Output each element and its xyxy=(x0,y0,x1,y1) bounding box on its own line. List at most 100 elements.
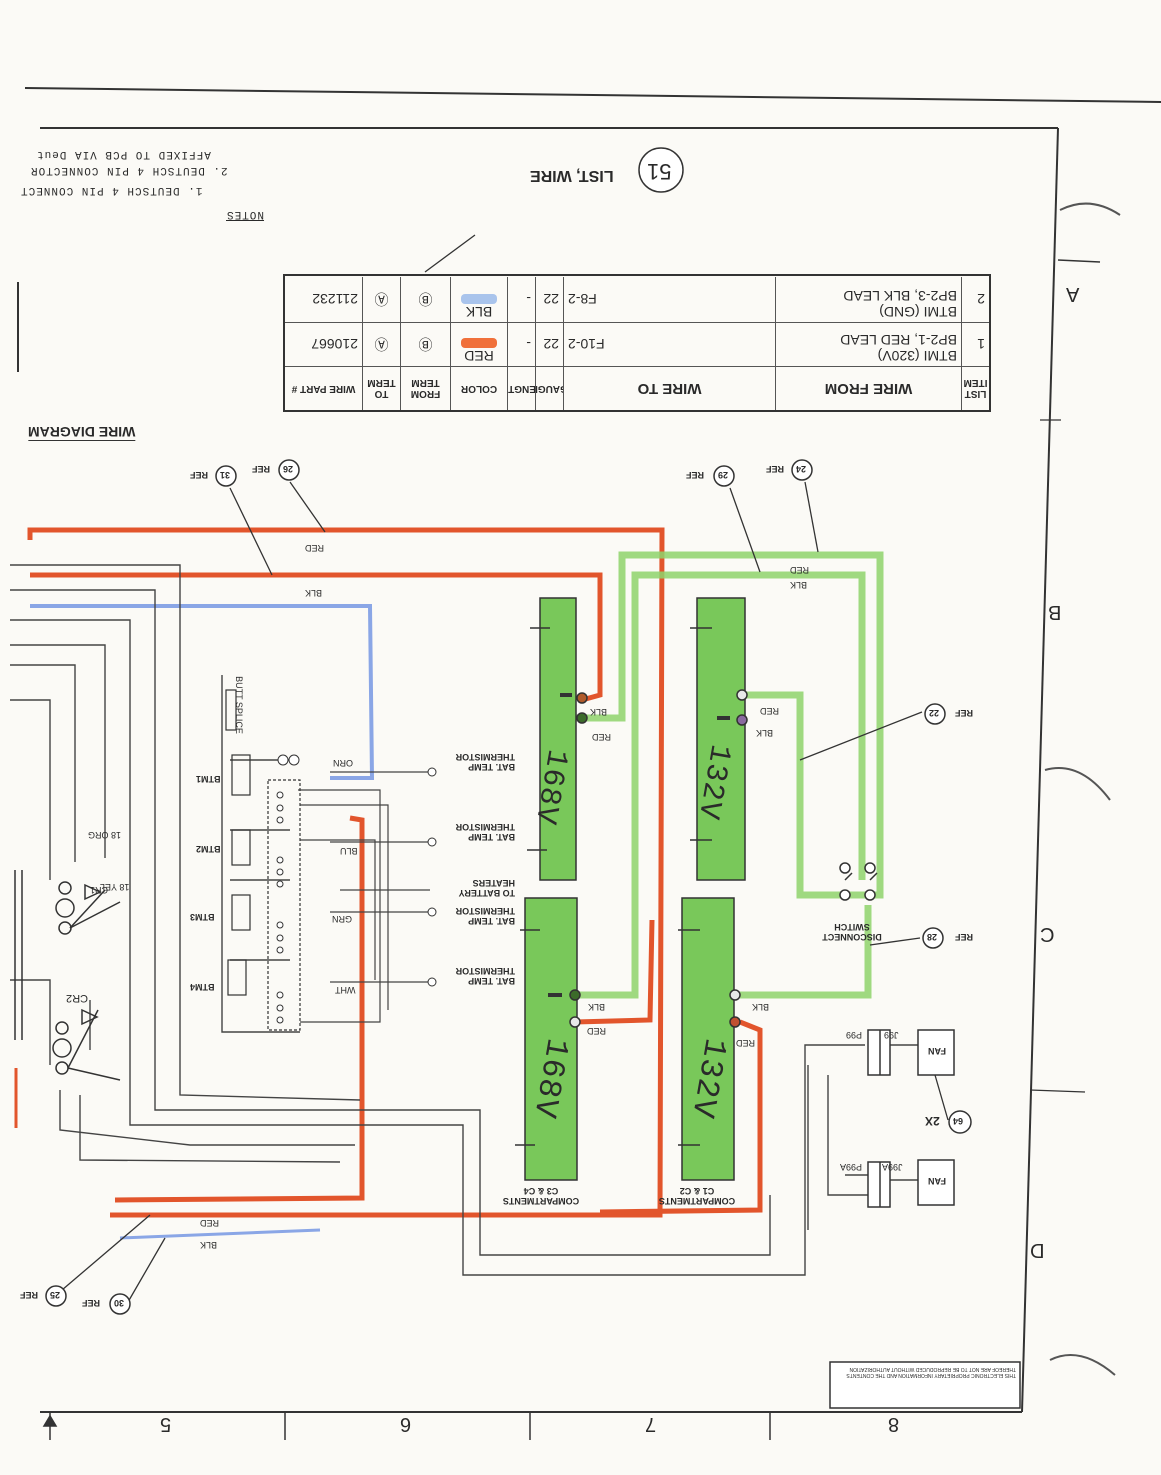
row-length: - xyxy=(507,277,535,322)
header-gauge: GAUGE xyxy=(535,366,563,410)
ref-24-tag: REF xyxy=(766,464,784,474)
ref-26-tag: REF xyxy=(252,464,270,474)
connector-j99: J99 xyxy=(884,1030,899,1040)
row-to: F10-2 xyxy=(563,322,775,366)
notes-heading: NOTES xyxy=(226,208,265,220)
sensor-label-3: TO BATTERY HEATERS xyxy=(458,878,515,898)
ref-29-number: 29 xyxy=(718,470,729,480)
sensor-label-1: BAT. TEMP THERMISTOR xyxy=(455,752,515,772)
compartment-label-c1c2: COMPARTMENTS C1 & C2 xyxy=(658,1186,736,1206)
connector-pins xyxy=(276,754,437,1024)
row-color: BLK xyxy=(450,277,507,322)
ref-64-tag: 2X xyxy=(925,1114,940,1128)
wire-list-table: LIST ITEM WIRE FROM WIRE TO GAUGE LENGTH… xyxy=(283,274,991,412)
header-item: LIST ITEM xyxy=(961,366,989,410)
wire-tag-red: RED xyxy=(760,706,780,716)
row-gauge: 22 xyxy=(535,322,563,366)
ref-circles xyxy=(45,147,972,1315)
sensor-label-4: BAT. TEMP THERMISTOR xyxy=(455,906,515,926)
sheet-frame xyxy=(17,87,1161,1413)
zone-row-b: B xyxy=(1048,601,1062,623)
wire-tag-cr2: CR2 xyxy=(66,992,89,1004)
wire-tag-wht: WHT xyxy=(335,985,356,995)
row-from-line2: BP2-3, BLK LEAD xyxy=(843,287,957,304)
wire-tag-butt-splice: BUTT SPLICE xyxy=(233,676,244,734)
btm-label-3: BTM3 xyxy=(190,912,215,922)
zone-row-a: A xyxy=(1066,283,1080,305)
wire-tag-blk: BLK xyxy=(790,580,808,590)
wire-tag-blk: BLK xyxy=(590,707,608,717)
btm-label-2: BTM2 xyxy=(196,844,221,854)
color-swatch xyxy=(461,337,497,348)
row-to-term: Ⓐ xyxy=(362,322,400,366)
header-color: COLOR xyxy=(450,366,507,410)
ref-28-number: 28 xyxy=(927,932,938,942)
row-color-label: BLK xyxy=(465,303,493,320)
battery-pack-1 xyxy=(539,597,577,881)
battery-pack-3 xyxy=(524,897,578,1181)
wire-tag-orn: ORN xyxy=(333,758,353,768)
fans xyxy=(867,1029,955,1208)
note-2: 2. DEUTSCH 4 PIN CONNECTOR xyxy=(30,164,228,176)
zone-col-6: 6 xyxy=(400,1413,412,1435)
table-header-row: LIST ITEM WIRE FROM WIRE TO GAUGE LENGTH… xyxy=(285,365,989,410)
scan-marks xyxy=(1044,202,1121,1376)
row-part: 210667 xyxy=(311,336,358,353)
ref-25-tag: REF xyxy=(20,1290,38,1300)
row-color-label: RED xyxy=(464,347,494,364)
ref-22-number: 22 xyxy=(929,708,940,718)
zone-ruler xyxy=(42,1412,771,1440)
wire-tag-18-org: 18 ORG xyxy=(88,830,122,840)
zone-col-8: 8 xyxy=(888,1413,900,1435)
row-from: BTMI (320V) BP2-1, RED LEAD xyxy=(775,322,961,366)
header-to-term: TO TERM xyxy=(362,366,400,410)
header-from: WIRE FROM xyxy=(775,366,961,410)
note-1: 1. DEUTSCH 4 PIN CONNECT xyxy=(20,184,203,196)
wire-tag-grn: GRN xyxy=(332,914,352,924)
zone-col-5: 5 xyxy=(160,1413,172,1435)
blue-wire xyxy=(30,604,375,1240)
table-row: 2 BTMI (GND) BP2-3, BLK LEAD F8-2 22 - B… xyxy=(285,277,989,322)
ref-28-tag: REF xyxy=(955,932,973,942)
sensor-label-5: BAT. TEMP THERMISTOR xyxy=(455,966,515,986)
connector-p99a: P99A xyxy=(840,1162,863,1172)
disconnect-switch xyxy=(839,862,878,901)
row-gauge: 22 xyxy=(535,277,563,322)
row-from-line1: BTMI (320V) xyxy=(877,347,957,364)
row-item: 1 xyxy=(961,322,989,366)
header-to: WIRE TO xyxy=(563,366,775,410)
copyright-box xyxy=(829,1361,1021,1409)
row-to-term: Ⓐ xyxy=(362,277,400,322)
ref-30-tag: REF xyxy=(82,1298,100,1308)
table-row: 1 BTMI (320V) BP2-1, RED LEAD F10-2 22 -… xyxy=(285,321,989,366)
wire-tag-red: RED xyxy=(790,565,810,575)
row-color: RED xyxy=(450,322,507,366)
wire-tag-blk: BLK xyxy=(200,1240,218,1250)
row-part: 211232 xyxy=(312,291,358,308)
ref-31-number: 31 xyxy=(220,470,231,480)
ref-26-number: 26 xyxy=(283,464,294,474)
compartment-label-c3c4: COMPARTMENTS C3 & C4 xyxy=(502,1186,580,1206)
sensor-wires xyxy=(298,771,430,1023)
sensor-label-2: BAT. TEMP THERMISTOR xyxy=(455,822,515,842)
zone-row-c: C xyxy=(1040,923,1055,945)
disconnect-switch-label: DISCONNECT SWITCH xyxy=(822,922,882,942)
ref-29-tag: REF xyxy=(686,470,704,480)
zone-row-d: D xyxy=(1030,1239,1045,1261)
copyright-notice: THIS ELECTRONIC PROPRIETARY INFORMATION … xyxy=(846,1366,1016,1378)
row-from-line2: BP2-1, RED LEAD xyxy=(840,331,957,348)
wire-tag-blk: BLK xyxy=(752,1002,770,1012)
ref-24-number: 24 xyxy=(796,464,807,474)
btm-modules xyxy=(225,689,301,1031)
battery-terminals xyxy=(569,689,748,1028)
wire-tag-red: RED xyxy=(736,1038,756,1048)
row-item: 2 xyxy=(961,277,989,322)
color-swatch xyxy=(461,293,497,304)
connector-j99a: J99A xyxy=(882,1162,903,1172)
cell-stubs xyxy=(515,627,730,1146)
fan-label-2: FAN xyxy=(928,1176,946,1186)
wire-tag-blk: BLK xyxy=(756,728,774,738)
battery-pack-4 xyxy=(681,897,735,1181)
row-length: - xyxy=(507,322,535,366)
fan-label-1: FAN xyxy=(928,1046,946,1056)
